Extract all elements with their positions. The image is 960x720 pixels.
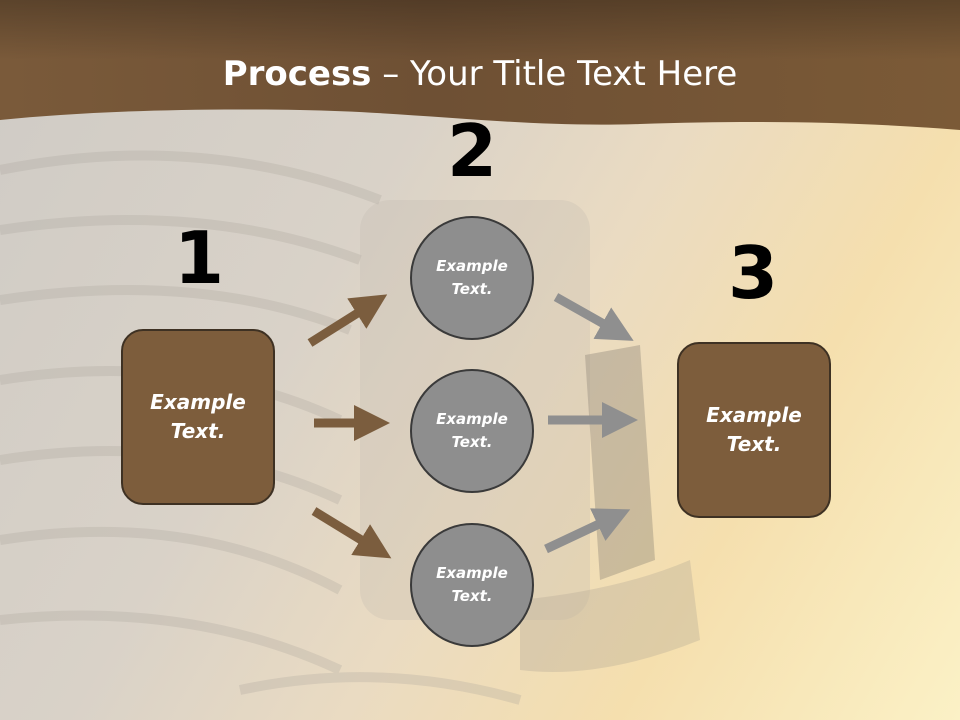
step-number-1: 1 (173, 216, 225, 300)
spark-plug-graphic (0, 150, 700, 705)
circle-label: Example Text. (436, 410, 508, 451)
left-process-box[interactable]: Example Text. (121, 329, 275, 505)
left-box-label: Example Text. (150, 390, 246, 443)
slide-title: Process – Your Title Text Here (0, 52, 960, 96)
circle-label: Example Text. (436, 564, 508, 605)
title-rest: – Your Title Text Here (371, 54, 738, 94)
right-box-label: Example Text. (706, 403, 802, 456)
right-process-box[interactable]: Example Text. (677, 342, 831, 518)
circle-label: Example Text. (436, 257, 508, 298)
process-circle-top[interactable]: Example Text. (410, 216, 534, 340)
step-number-2: 2 (446, 109, 498, 193)
process-circle-bottom[interactable]: Example Text. (410, 523, 534, 647)
title-bold: Process (222, 54, 372, 94)
step-number-3: 3 (727, 231, 779, 315)
process-circle-middle[interactable]: Example Text. (410, 369, 534, 493)
